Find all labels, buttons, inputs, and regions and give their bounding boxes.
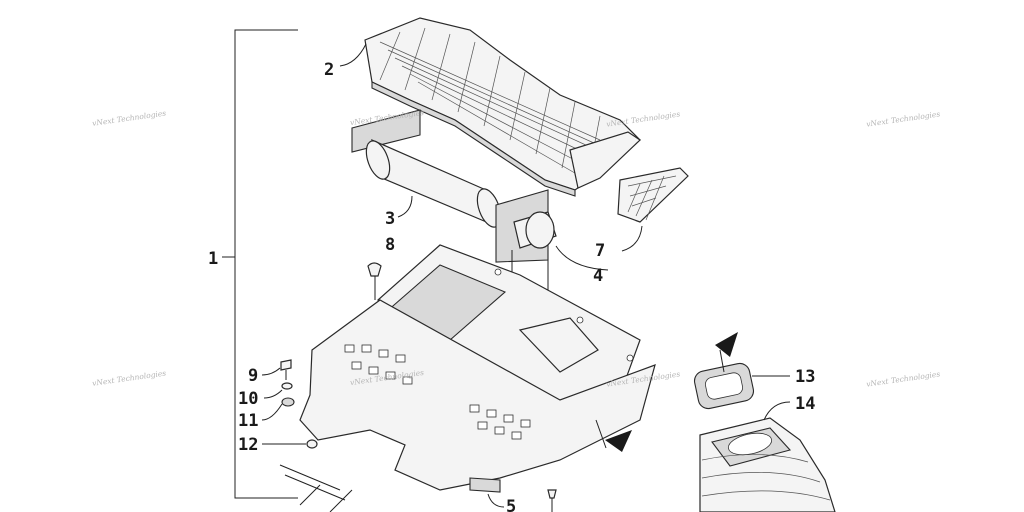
callout-10: 10 xyxy=(238,389,258,409)
watermark-text: vNext Technologies xyxy=(866,109,941,128)
rubber-boot xyxy=(699,417,836,512)
leader-lines xyxy=(261,43,791,508)
callout-3: 3 xyxy=(385,209,395,229)
callout-11: 11 xyxy=(238,411,258,431)
callout-5: 5 xyxy=(506,497,516,512)
seal-ring xyxy=(693,362,755,410)
watermark-text: vNext Technologies xyxy=(92,369,167,388)
callout-14: 14 xyxy=(795,394,815,414)
callout-9: 9 xyxy=(248,366,258,386)
filter-screen xyxy=(617,167,689,223)
skid-plate xyxy=(299,299,656,493)
baffle-tube xyxy=(351,109,502,228)
callout-4: 4 xyxy=(593,266,603,286)
intake-box xyxy=(364,17,641,197)
watermark-text: vNext Technologies xyxy=(606,109,681,128)
watermark-text: vNext Technologies xyxy=(866,369,941,388)
callout-13: 13 xyxy=(795,367,815,387)
callout-12: 12 xyxy=(238,435,258,455)
callout-1: 1 xyxy=(208,249,218,269)
push-fastener xyxy=(367,262,382,300)
assembly-bracket xyxy=(222,29,298,499)
hardware-stack xyxy=(280,359,318,449)
callout-7: 7 xyxy=(595,241,605,261)
frame-fragment xyxy=(279,464,353,512)
callout-labels: 1 2 3 4 5 7 8 9 10 11 12 13 14 xyxy=(208,60,815,512)
watermark-text: vNext Technologies xyxy=(92,109,167,128)
callout-8: 8 xyxy=(385,235,395,255)
orientation-arrows xyxy=(595,332,738,452)
bottom-screw xyxy=(547,489,557,512)
callout-2: 2 xyxy=(324,60,334,80)
